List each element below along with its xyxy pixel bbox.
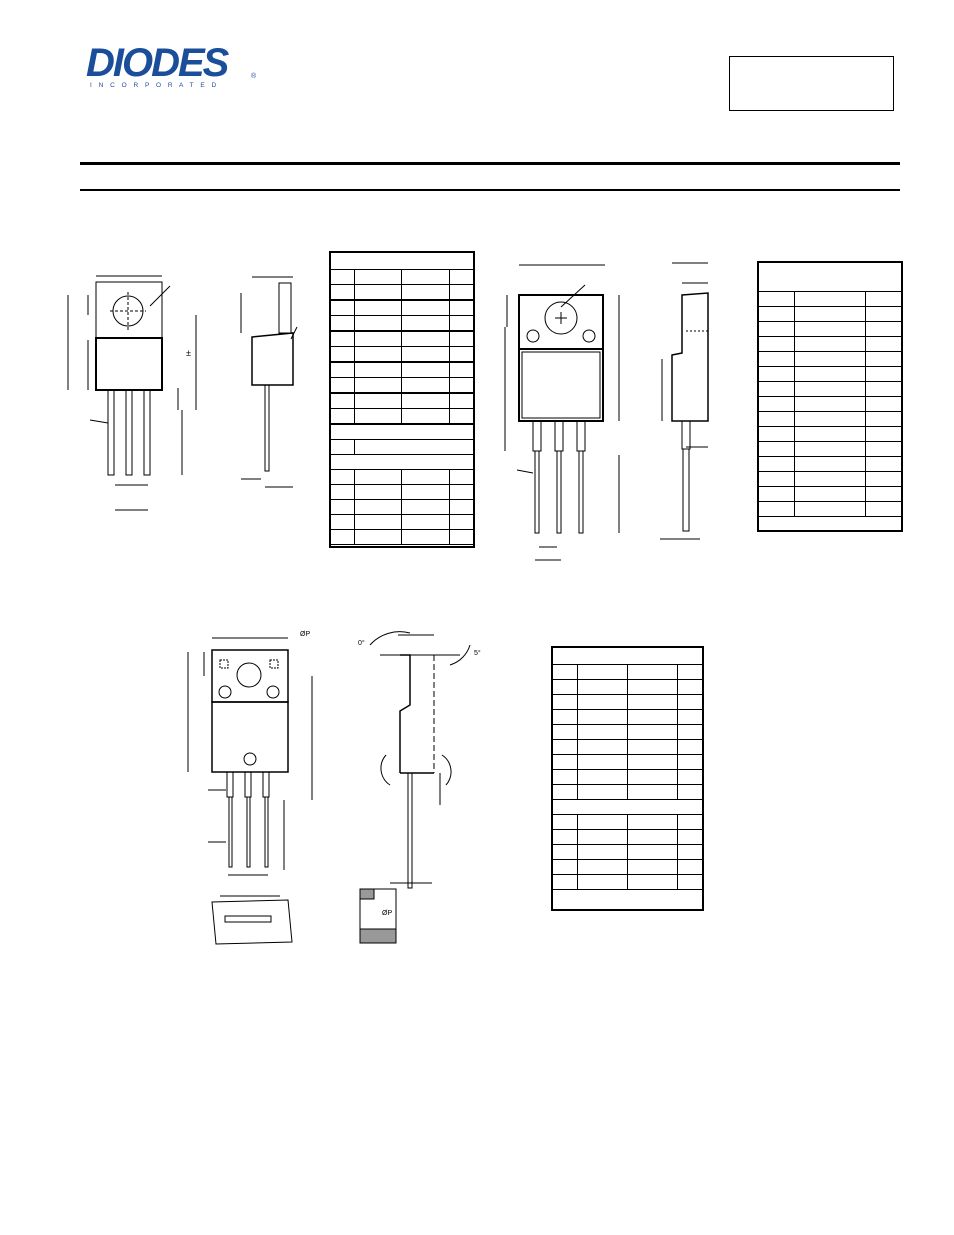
dimension-table-1 <box>329 251 475 548</box>
logo-text: DIODES <box>86 41 230 85</box>
table-1-grid <box>331 270 473 545</box>
dimension-table-2 <box>757 261 903 532</box>
angle-label-5: 5° <box>474 649 481 657</box>
header-rule-bottom <box>80 189 900 191</box>
ito220-front-view <box>504 264 620 561</box>
fp-label-bottom: ØP <box>382 910 392 917</box>
angle-label-0: 0° <box>358 639 365 647</box>
diodes-logo: DIODES I N C O R P O R A T E D ® <box>86 41 257 89</box>
to220f-front-view: ØP <box>187 631 313 945</box>
header-rule-top <box>80 162 900 165</box>
table-3-grid <box>553 665 702 890</box>
logo-subtext: I N C O R P O R A T E D <box>90 82 219 89</box>
dimension-table-3 <box>551 646 704 911</box>
plusminus-label: ± <box>186 348 191 358</box>
registered-mark: ® <box>251 72 257 80</box>
ito220-side-view <box>660 262 709 540</box>
to220f-side-view: 0° 5° ØP <box>358 631 481 944</box>
part-number-box <box>729 56 894 111</box>
fp-label-top: ØP <box>300 631 310 638</box>
table-1-caption <box>331 253 473 270</box>
table-2-grid <box>759 292 901 517</box>
to220-side-view <box>240 276 298 488</box>
to220-front-view: ± <box>67 275 197 511</box>
table-2-caption <box>759 263 901 292</box>
table-3-caption <box>553 648 702 665</box>
